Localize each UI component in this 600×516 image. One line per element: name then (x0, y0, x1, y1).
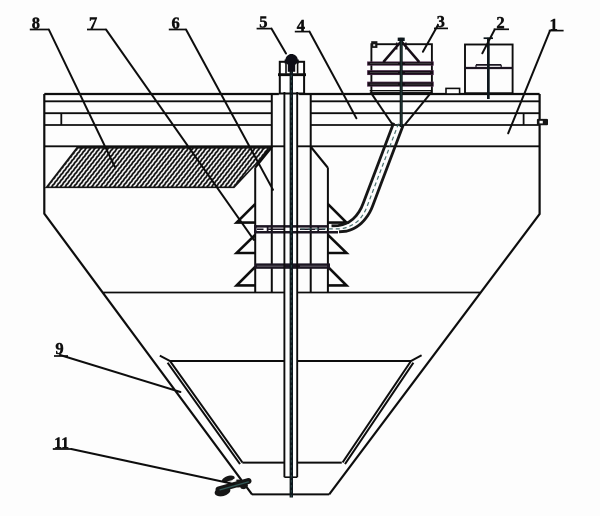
svg-text:3: 3 (437, 12, 445, 31)
svg-text:9: 9 (55, 339, 63, 358)
svg-text:1: 1 (550, 15, 558, 34)
svg-text:8: 8 (32, 14, 40, 33)
svg-text:5: 5 (259, 13, 267, 32)
svg-text:4: 4 (297, 16, 305, 35)
svg-text:6: 6 (172, 14, 180, 33)
svg-text:11: 11 (54, 435, 69, 452)
svg-text:2: 2 (496, 13, 504, 32)
svg-text:7: 7 (89, 14, 97, 33)
